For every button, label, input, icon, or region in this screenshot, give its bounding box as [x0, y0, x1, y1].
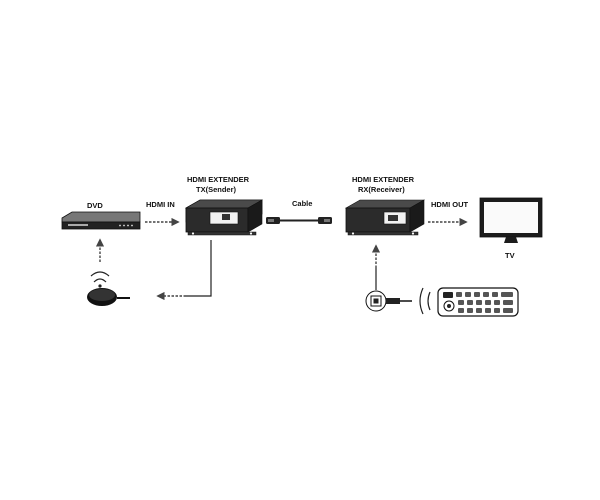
dvd-player-icon: [61, 211, 141, 230]
remote-signal-icon: [419, 287, 431, 315]
remote-control-icon: [437, 287, 519, 317]
label-hdmi-out: HDMI OUT: [431, 200, 468, 209]
tv-icon: [479, 197, 543, 243]
label-rx-title: HDMI EXTENDER: [352, 175, 415, 184]
label-rx-sub: RX(Receiver): [358, 185, 405, 194]
label-dvd: DVD: [87, 201, 103, 210]
label-tv: TV: [505, 251, 515, 260]
hdmi-extender-tx-icon: [184, 199, 264, 236]
cable-icon: [266, 217, 332, 224]
ir-emitter-icon: [87, 288, 130, 306]
ir-signal-icon: [90, 271, 110, 288]
hdmi-extender-rx-icon: [344, 199, 426, 236]
label-cable: Cable: [292, 199, 312, 208]
label-hdmi-in: HDMI IN: [146, 200, 175, 209]
label-tx-title: HDMI EXTENDER: [187, 175, 250, 184]
ir-wire-tx: [186, 240, 212, 297]
label-tx-sub: TX(Sender): [196, 185, 237, 194]
ir-receiver-icon: [365, 290, 412, 312]
